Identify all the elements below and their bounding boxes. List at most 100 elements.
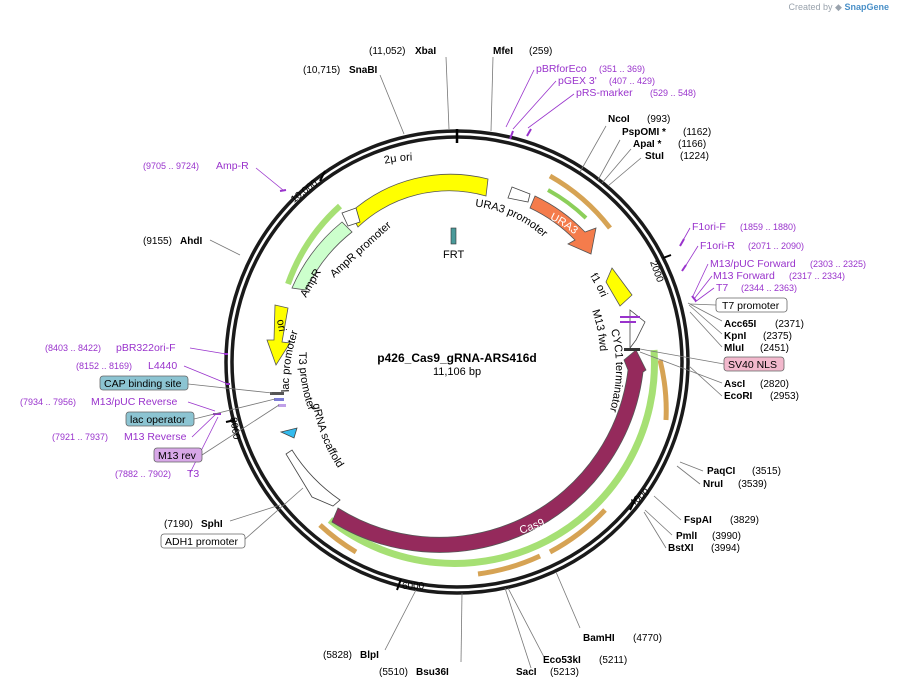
primer-pgex3[interactable]: pGEX 3' (558, 75, 597, 87)
feature-ampr-promoter[interactable] (341, 207, 361, 227)
orf-arc-left-green (285, 203, 343, 285)
site-ecori[interactable]: EcoRI (724, 391, 753, 402)
primer-amp-r-pos: (9705 .. 9724) (143, 161, 199, 171)
primer-mark-prs (526, 128, 532, 137)
feature-2mu-ori[interactable] (349, 173, 489, 228)
box-adh1-promoter[interactable] (160, 533, 246, 549)
site-bamhi[interactable]: BamHI (583, 633, 615, 644)
plasmid-size: 11,106 bp (433, 366, 481, 378)
feature-ura3[interactable] (529, 195, 597, 255)
leader-bstxi (643, 511, 667, 549)
site-apai[interactable]: ApaI * (633, 139, 661, 150)
site-mlui[interactable]: MluI (724, 343, 744, 354)
feature-cas9[interactable] (331, 349, 647, 553)
feature-t3-promoter[interactable] (279, 427, 298, 439)
box-sv40-nls[interactable] (723, 356, 785, 372)
primer-m13puc-reverse-pos: (7934 .. 7956) (20, 397, 76, 407)
site-eco53ki[interactable]: Eco53kI (543, 655, 581, 666)
leader-mfei (490, 56, 494, 132)
tick-8000 (225, 419, 236, 423)
plasmid-name: p426_Cas9_gRNA-ARS416d (377, 351, 536, 365)
site-bsu36i[interactable]: Bsu36I (416, 667, 449, 678)
primer-prs-marker-pos: (529 .. 548) (650, 88, 696, 98)
site-fspai[interactable]: FspAI (684, 515, 712, 526)
primer-t7-pos: (2344 .. 2363) (741, 283, 797, 293)
site-kpni[interactable]: KpnI (724, 331, 746, 342)
site-apai-pos: (1166) (678, 139, 706, 150)
site-sphi[interactable]: SphI (201, 519, 223, 530)
leader-pbr322 (189, 347, 227, 355)
leader-kpni (688, 304, 723, 335)
primer-f1ori-f[interactable]: F1ori-F (692, 221, 726, 233)
primer-m13-forward[interactable]: M13 Forward (713, 270, 775, 282)
orf-arc-bottom-orange-3 (548, 508, 607, 555)
lac-operator-mark (274, 398, 284, 401)
primer-pbr322ori-f[interactable]: pBR322ori-F (116, 342, 176, 354)
site-paqci[interactable]: PaqCI (707, 466, 736, 477)
site-pmli[interactable]: PmlI (676, 531, 697, 542)
box-m13-rev[interactable] (153, 447, 203, 463)
site-xbai-pos: (11,052) (369, 46, 406, 57)
feature-gRNA-scaffold[interactable] (285, 449, 341, 507)
feature-ori[interactable] (266, 304, 291, 366)
site-pmli-pos: (3990) (712, 531, 741, 542)
feature-cyc1-terminator[interactable] (629, 309, 646, 350)
site-acc65i[interactable]: Acc65I (724, 319, 756, 330)
orf-arc-right-top-green (547, 188, 588, 220)
primer-pbrforeco[interactable]: pBRforEco (536, 63, 587, 75)
brand-name: SnapGene (844, 2, 889, 12)
box-m13-rev-label: M13 rev (158, 450, 197, 462)
leader-pspomi (597, 139, 621, 181)
site-bstxi[interactable]: BstXI (668, 543, 694, 554)
feature-frt[interactable] (450, 227, 457, 245)
primer-t3[interactable]: T3 (187, 468, 199, 480)
primer-f1ori-r[interactable]: F1ori-R (700, 240, 735, 252)
leader-stui (607, 157, 642, 187)
leader-xbai (445, 56, 450, 130)
primer-l4440[interactable]: L4440 (148, 360, 177, 372)
primer-f1ori-r-pos: (2071 .. 2090) (748, 241, 804, 251)
site-snabi[interactable]: SnaBI (349, 65, 378, 76)
leader-t7 (694, 287, 715, 303)
site-kpni-pos: (2375) (763, 331, 792, 342)
feature-label-t3-promoter: T3 promoter (296, 352, 318, 412)
tick-6000 (396, 578, 402, 591)
primer-t7[interactable]: T7 (716, 282, 728, 294)
primer-m13-reverse-pos: (7921 .. 7937) (52, 432, 108, 442)
site-asci[interactable]: AscI (724, 379, 745, 390)
box-cap-binding-site[interactable] (99, 375, 189, 391)
leader-sv40 (639, 348, 725, 365)
site-mfei[interactable]: MfeI (493, 46, 513, 57)
primer-m13puc-reverse[interactable]: M13/pUC Reverse (91, 396, 178, 408)
site-stui[interactable]: StuI (645, 151, 664, 162)
site-xbai[interactable]: XbaI (415, 46, 436, 57)
feature-f1-ori[interactable] (605, 267, 633, 307)
primer-amp-r[interactable]: Amp-R (216, 160, 249, 172)
primer-prs-marker[interactable]: pRS-marker (576, 87, 633, 99)
leader-mlui (689, 311, 723, 348)
site-ncoi[interactable]: NcoI (608, 114, 630, 125)
leader-apai (601, 148, 632, 184)
site-saci[interactable]: SacI (516, 667, 537, 678)
lac-elements (270, 316, 640, 407)
site-nrui[interactable]: NruI (703, 479, 723, 490)
box-lac-operator[interactable] (125, 411, 195, 427)
primer-m13puc-forward[interactable]: M13/pUC Forward (710, 258, 796, 270)
feature-ampr[interactable] (291, 221, 353, 291)
box-t7-promoter[interactable] (715, 297, 788, 313)
leader-m13-rev (191, 413, 217, 438)
primer-m13-reverse[interactable]: M13 Reverse (124, 431, 187, 443)
site-pspomi[interactable]: PspOMI * (622, 127, 666, 138)
t7-mark-1 (620, 316, 640, 318)
leader-m13-fwd (693, 275, 713, 300)
leader-ecori (688, 365, 723, 397)
site-mfei-pos: (259) (529, 46, 552, 57)
feature-label-frt: FRT (443, 249, 464, 261)
orf-arc-right-orange (657, 359, 669, 421)
site-paqci-pos: (3515) (752, 466, 781, 477)
primer-f1ori-f-pos: (1859 .. 1880) (740, 222, 796, 232)
feature-ura3-promoter[interactable] (507, 186, 531, 203)
site-ahdi[interactable]: AhdI (180, 236, 202, 247)
site-blpi[interactable]: BlpI (360, 650, 379, 661)
